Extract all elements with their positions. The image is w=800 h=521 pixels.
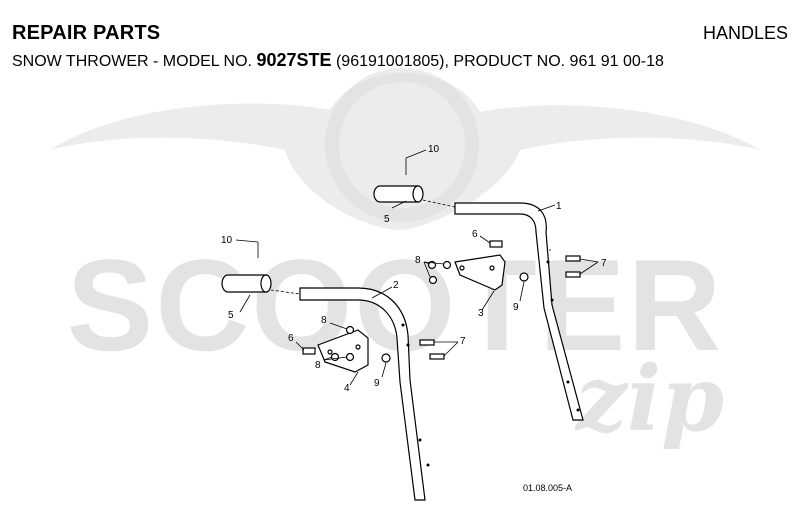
- callout-7-upper: 7: [601, 258, 607, 269]
- callout-5-upper: 5: [384, 214, 390, 225]
- callout-4: 4: [344, 383, 350, 394]
- callout-2: 2: [393, 280, 399, 291]
- page-title: REPAIR PARTS: [12, 21, 161, 44]
- section-label: HANDLES: [702, 22, 788, 43]
- callout-10-upper: 10: [428, 144, 440, 155]
- watermark-brand-suffix: zip: [574, 346, 724, 452]
- callout-8-mid: 8: [321, 315, 327, 326]
- bracket-4: [317, 329, 369, 386]
- upper-grip: [373, 185, 456, 209]
- callout-8-upper: 8: [415, 255, 421, 266]
- upper-handle: [454, 202, 584, 421]
- callout-6-upper: 6: [472, 229, 478, 240]
- callout-7-lower: 7: [460, 336, 466, 347]
- callout-1: 1: [556, 201, 562, 212]
- watermark-logo: SCOOTER zip: [50, 68, 760, 452]
- lower-handle: [299, 286, 430, 501]
- callout-9-upper: 9: [513, 302, 519, 313]
- title-row: REPAIR PARTS HANDLES: [12, 20, 788, 46]
- figure-code: 01.08.005-A: [523, 483, 572, 493]
- callout-8-lower: 8: [315, 360, 321, 371]
- callout-labels: 1 2 3 4 5 5 6 6 7 7 8 8 8 9 9 10 10: [221, 144, 607, 394]
- model-number: 9027STE: [256, 50, 332, 70]
- callout-3: 3: [478, 308, 484, 319]
- bracket-3: [454, 254, 506, 311]
- subtitle-suffix: (96191001805), PRODUCT NO. 961 91 00-18: [335, 53, 664, 70]
- callout-9-lower: 9: [374, 378, 380, 389]
- model-subtitle: SNOW THROWER - MODEL NO. 9027STE (961910…: [12, 50, 788, 71]
- callout-6-lower: 6: [288, 333, 294, 344]
- hardware: [235, 149, 599, 378]
- callout-5-lower: 5: [228, 310, 234, 321]
- callout-10-lower: 10: [221, 235, 233, 246]
- subtitle-prefix: SNOW THROWER - MODEL NO.: [12, 53, 252, 70]
- lower-grip: [221, 274, 301, 313]
